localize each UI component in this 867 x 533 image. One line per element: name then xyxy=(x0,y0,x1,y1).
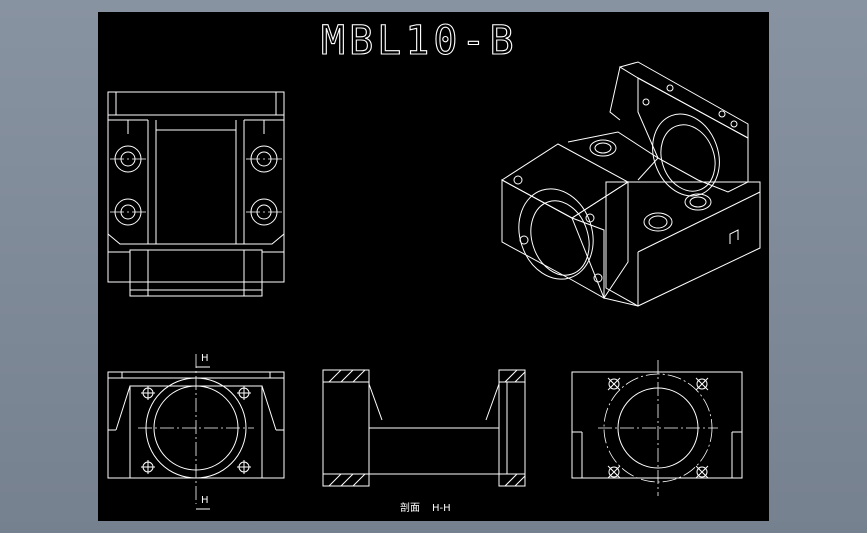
drawing-canvas[interactable]: MBL10-B xyxy=(98,12,769,521)
isometric-view xyxy=(501,61,761,307)
top-view xyxy=(107,91,285,297)
section-marker-bottom: H xyxy=(201,495,209,506)
section-label: H-H xyxy=(432,503,451,514)
section-label-prefix: 剖面 xyxy=(400,501,420,514)
drawing-title: MBL10-B xyxy=(321,18,518,64)
front-view xyxy=(107,354,285,510)
section-marker-top: H xyxy=(201,353,209,364)
drawing-svg: MBL10-B xyxy=(107,17,761,514)
side-view xyxy=(571,360,743,496)
section-view xyxy=(322,369,526,487)
